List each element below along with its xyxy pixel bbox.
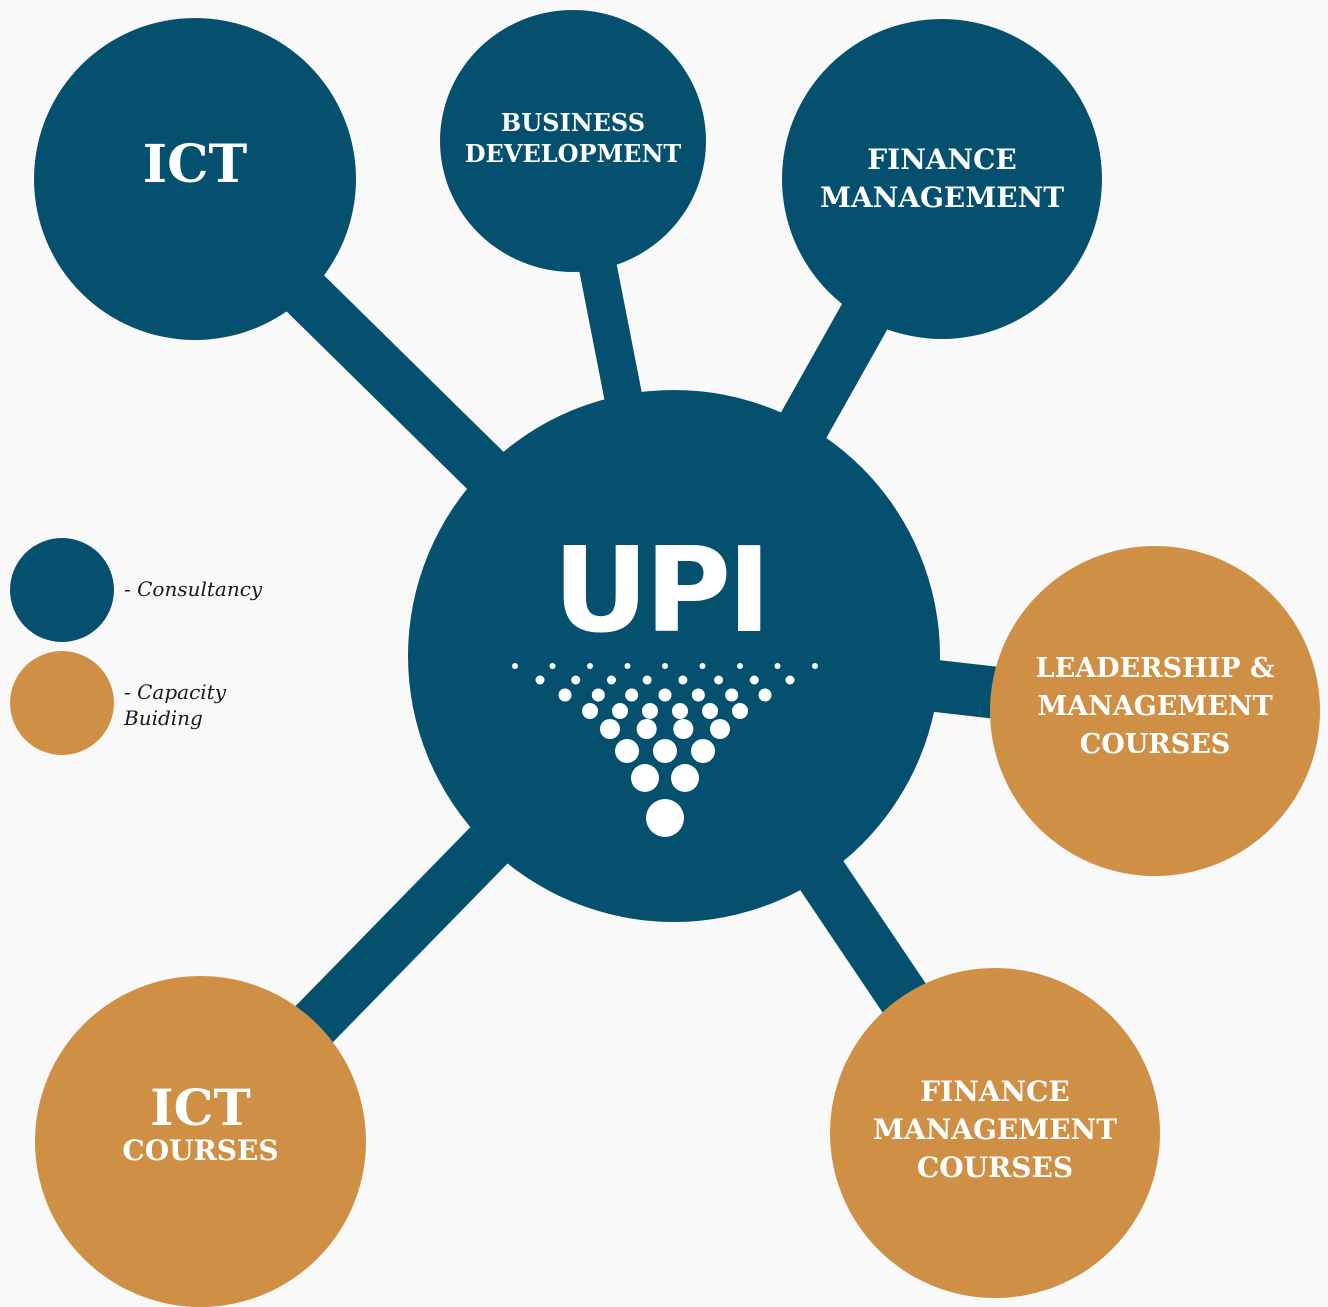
funnel-dot <box>737 663 743 669</box>
funnel-dot <box>812 663 818 669</box>
funnel-dot <box>678 675 688 685</box>
funnel-dot <box>582 703 598 719</box>
funnel-dot <box>591 688 605 702</box>
funnel-dot <box>758 688 772 702</box>
node-leadership-line1: LEADERSHIP & <box>1035 652 1275 684</box>
node-finance-management-line1: FINANCE <box>867 142 1017 176</box>
node-ict: ICT <box>34 18 356 340</box>
funnel-dot <box>535 675 545 685</box>
funnel-dot <box>646 799 684 837</box>
funnel-dot <box>587 663 593 669</box>
funnel-dot <box>606 675 616 685</box>
funnel-dot <box>702 703 718 719</box>
funnel-dots-icon <box>512 663 818 837</box>
node-leadership-line2: MANAGEMENT <box>1037 690 1273 722</box>
legend-capacity-building-label: - Capacity Buiding <box>124 679 264 731</box>
node-finance-courses-line1: FINANCE <box>920 1075 1070 1108</box>
funnel-dot <box>615 739 639 763</box>
funnel-dot <box>725 688 739 702</box>
funnel-dot <box>625 688 639 702</box>
funnel-dot <box>671 764 699 792</box>
upi-logo-text: UPI <box>552 521 771 659</box>
node-business-development: BUSINESS DEVELOPMENT <box>440 10 706 272</box>
funnel-dot <box>549 663 556 669</box>
node-finance-courses-line2: MANAGEMENT <box>872 1113 1118 1146</box>
funnel-dot <box>612 703 628 719</box>
funnel-dot <box>653 739 677 763</box>
funnel-dot <box>642 675 652 685</box>
funnel-dot <box>631 764 659 792</box>
funnel-dot <box>785 675 795 685</box>
funnel-dot <box>699 663 706 669</box>
funnel-dot <box>672 703 688 719</box>
legend-capacity-line1: - Capacity <box>124 680 227 704</box>
funnel-dot <box>662 663 668 669</box>
legend-consultancy-label: - Consultancy <box>124 577 263 601</box>
legend-capacity-line2: Buiding <box>124 706 203 730</box>
node-leadership-line3: COURSES <box>1079 728 1231 760</box>
funnel-dot <box>691 739 715 763</box>
node-ict-label: ICT <box>142 133 248 195</box>
funnel-dot <box>558 688 572 702</box>
funnel-dot <box>774 663 781 669</box>
funnel-dot <box>658 688 672 702</box>
funnel-dot <box>710 719 730 739</box>
node-finance-management-line2: MANAGEMENT <box>819 180 1065 214</box>
funnel-dot <box>571 675 581 685</box>
node-finance-management-courses: FINANCE MANAGEMENT COURSES <box>830 968 1160 1298</box>
node-business-development-line1: BUSINESS <box>500 108 646 137</box>
funnel-dot <box>600 719 620 739</box>
legend-consultancy-swatch <box>10 538 114 642</box>
funnel-dot <box>732 703 748 719</box>
node-ict-courses: ICT COURSES <box>35 976 366 1307</box>
funnel-dot <box>673 719 694 739</box>
funnel-dot <box>642 703 658 719</box>
funnel-dot <box>512 663 518 669</box>
node-ict-courses-line1: ICT <box>150 1077 251 1137</box>
node-leadership-management-courses: LEADERSHIP & MANAGEMENT COURSES <box>990 546 1320 876</box>
node-business-development-line2: DEVELOPMENT <box>464 139 682 168</box>
node-finance-courses-line3: COURSES <box>916 1151 1074 1184</box>
funnel-dot <box>624 663 631 669</box>
node-ict-courses-line2: COURSES <box>122 1133 279 1167</box>
funnel-dot <box>636 719 657 739</box>
funnel-dot <box>714 675 724 685</box>
node-finance-management: FINANCE MANAGEMENT <box>782 19 1102 339</box>
funnel-dot <box>749 675 759 685</box>
funnel-dot <box>691 688 705 702</box>
legend-capacity-building-swatch <box>10 651 114 755</box>
